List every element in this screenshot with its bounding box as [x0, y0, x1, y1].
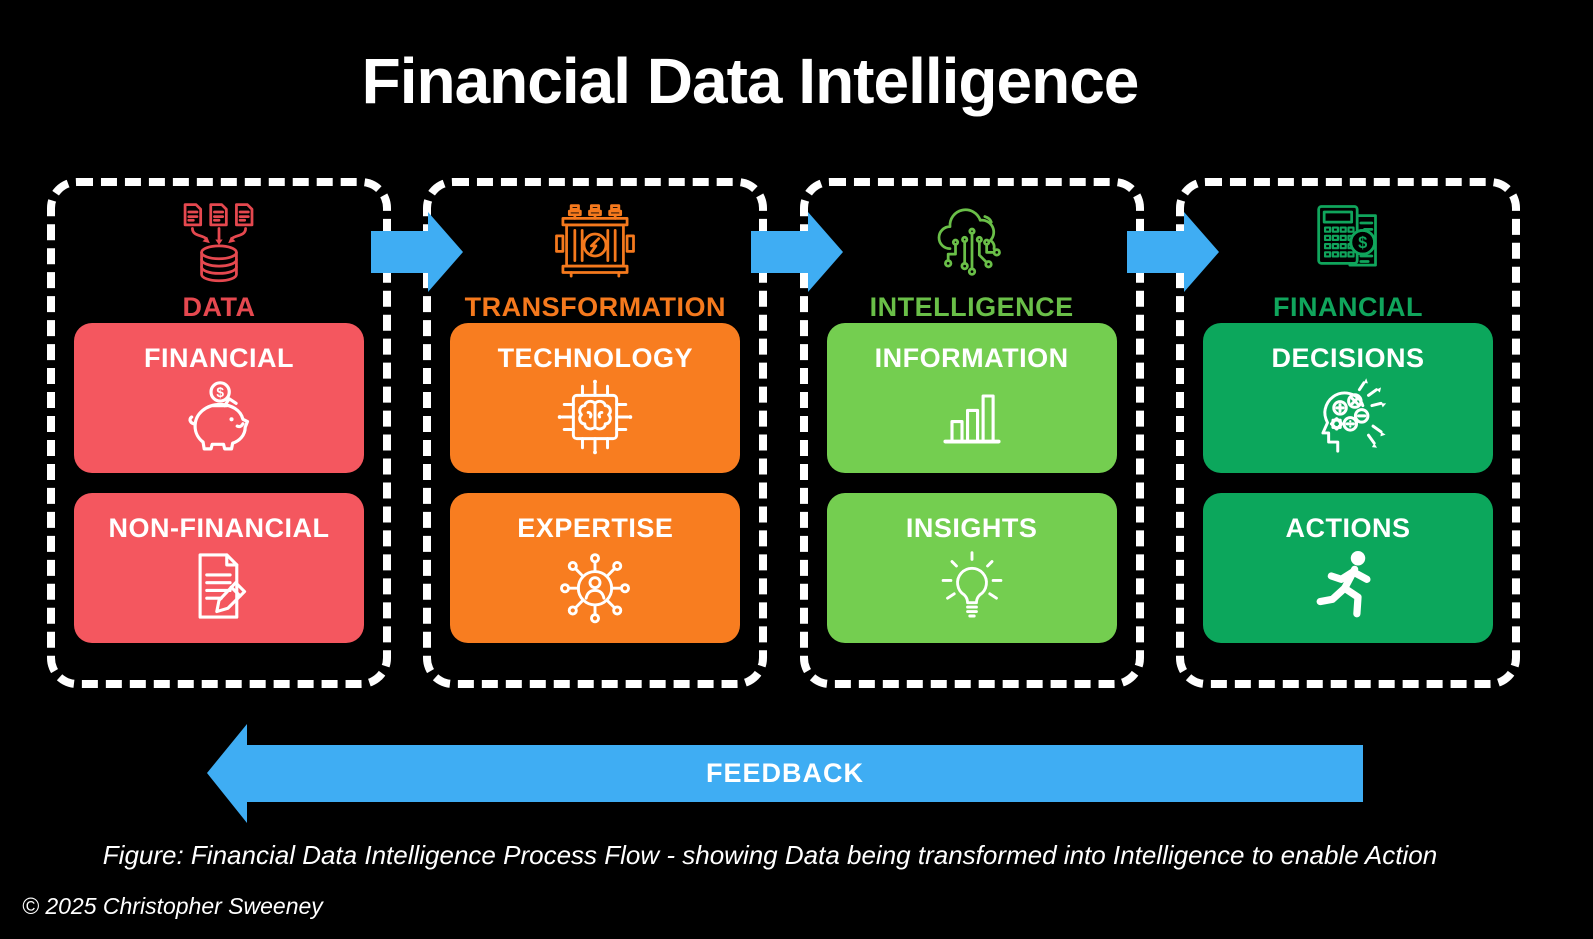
box-expertise: EXPERTISE [450, 493, 741, 643]
process-columns: DATA FINANCIAL $ [47, 178, 1520, 688]
box-label: FINANCIAL [144, 343, 294, 373]
stage-column-transformation: TRANSFORMATION TECHNOLOGY [423, 178, 768, 688]
chip-brain-icon [554, 376, 636, 458]
box-financial-data: FINANCIAL $ [74, 323, 364, 473]
box-technology: TECHNOLOGY [450, 323, 741, 473]
stage-column-intelligence: INTELLIGENCE INFORMATION INSIGHTS [799, 178, 1144, 688]
right-arrow-icon [371, 212, 463, 292]
piggy-bank-icon: $ [178, 376, 260, 458]
runner-icon [1308, 546, 1388, 626]
right-arrow-icon [1127, 212, 1219, 292]
head-calculations-icon [1302, 376, 1394, 458]
svg-text:$: $ [216, 385, 224, 400]
stage-column-data: DATA FINANCIAL $ [47, 178, 391, 688]
box-non-financial-data: NON-FINANCIAL [74, 493, 364, 643]
stage-heading: TRANSFORMATION [464, 292, 727, 322]
stage-heading: FINANCIAL [1272, 292, 1423, 322]
feedback-arrow: FEEDBACK [207, 724, 1363, 823]
box-label: TECHNOLOGY [497, 343, 694, 373]
box-label: NON-FINANCIAL [108, 513, 330, 543]
bar-chart-icon [932, 376, 1012, 456]
stage-column-financial: $ FINANCIAL DECISIONS [1175, 178, 1520, 688]
lightbulb-icon [932, 546, 1012, 626]
cloud-circuit-icon [927, 200, 1017, 290]
box-label: EXPERTISE [517, 513, 674, 543]
figure-caption: Figure: Financial Data Intelligence Proc… [102, 840, 1438, 870]
box-decisions: DECISIONS [1202, 323, 1493, 473]
stage-heading: DATA [182, 292, 256, 322]
page-title: Financial Data Intelligence [361, 45, 1140, 117]
box-label: INSIGHTS [905, 513, 1038, 543]
transformer-icon [550, 200, 640, 290]
box-label: INFORMATION [874, 343, 1069, 373]
box-information: INFORMATION [826, 323, 1117, 473]
stage-heading: INTELLIGENCE [869, 292, 1074, 322]
svg-text:$: $ [1358, 234, 1367, 252]
data-sources-icon [175, 200, 263, 290]
box-label: DECISIONS [1271, 343, 1425, 373]
copyright-notice: © 2025 Christopher Sweeney [22, 893, 323, 919]
box-label: ACTIONS [1285, 513, 1411, 543]
feedback-label: FEEDBACK [705, 758, 864, 788]
box-actions: ACTIONS [1202, 493, 1493, 643]
box-insights: INSIGHTS [826, 493, 1117, 643]
calculator-finance-icon: $ [1304, 200, 1392, 290]
network-person-icon [555, 546, 635, 626]
document-pencil-icon [179, 546, 259, 626]
right-arrow-icon [751, 212, 843, 292]
